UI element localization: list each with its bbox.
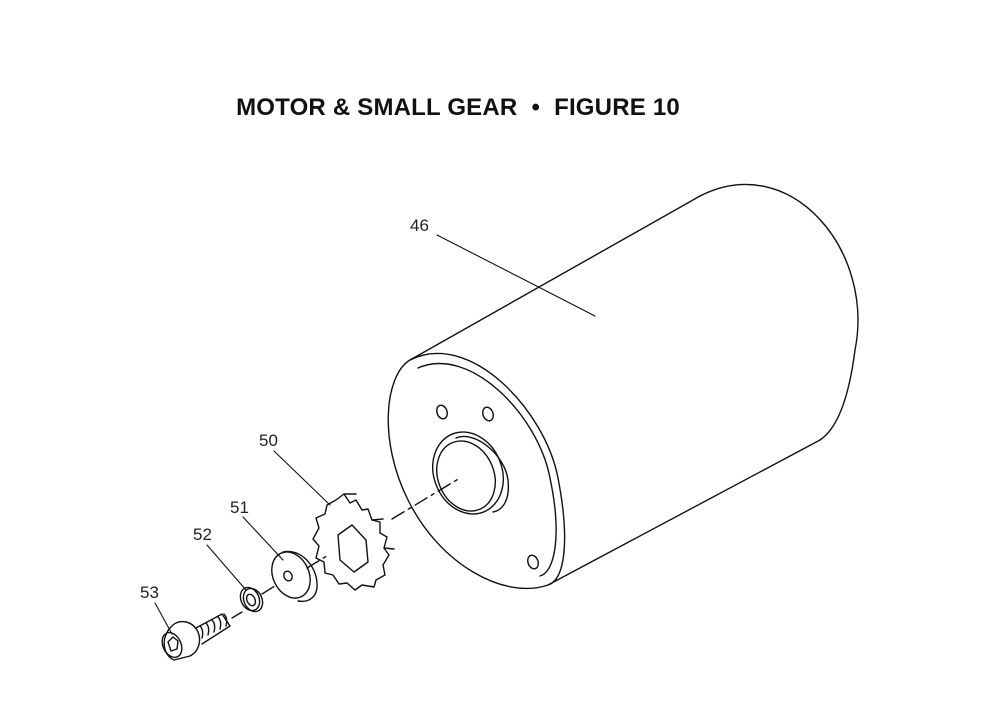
callout-51: 51: [230, 498, 249, 517]
washer-part: [271, 550, 318, 603]
title-main: MOTOR & SMALL GEAR: [236, 94, 518, 121]
callout-53: 53: [140, 583, 159, 602]
title-figure-number: FIGURE 10: [554, 94, 680, 121]
figure-title: MOTOR & SMALL GEAR • FIGURE 10: [0, 94, 916, 122]
leader-line-52: [206, 544, 247, 591]
leader-line-51: [242, 516, 284, 561]
callout-52: 52: [193, 525, 212, 544]
motor-part: [387, 183, 859, 590]
callout-50: 50: [259, 431, 278, 450]
screw-part: [161, 613, 231, 661]
leader-line-46: [436, 234, 596, 317]
leader-line-53: [154, 602, 173, 635]
assembly-centerline: [231, 477, 461, 619]
lock-washer-part: [239, 586, 264, 613]
small-gear-part: [312, 493, 395, 591]
callout-46: 46: [410, 216, 429, 235]
leader-line-50: [273, 450, 331, 506]
title-separator: •: [531, 94, 541, 121]
